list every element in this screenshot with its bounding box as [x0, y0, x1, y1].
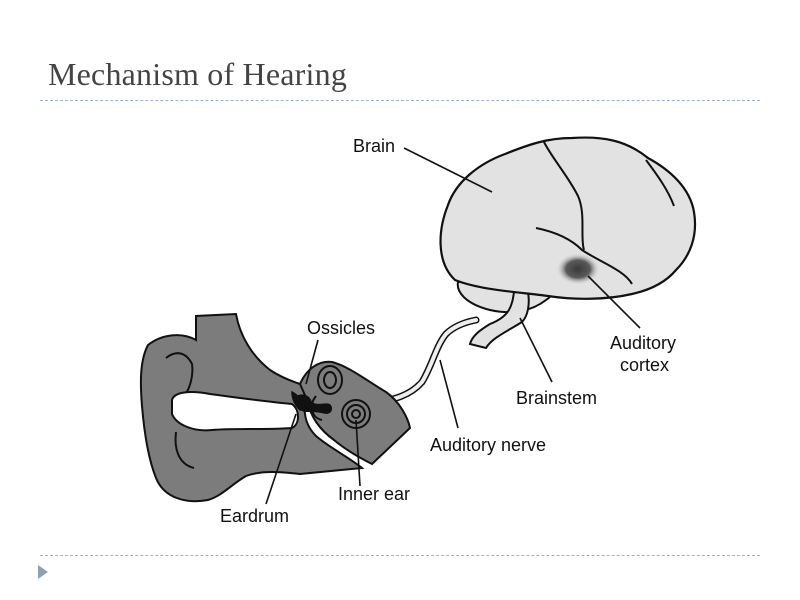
label-brainstem: Brainstem [516, 388, 597, 408]
label-brain: Brain [353, 136, 395, 156]
temporal-lobe-line [535, 227, 633, 285]
brainstem-leader [519, 317, 553, 383]
title-divider [40, 100, 760, 101]
cortex-leader [587, 275, 641, 329]
footer-divider [40, 555, 760, 556]
auditory-nerve-inner [376, 318, 478, 404]
parietal-sulcus [645, 159, 675, 207]
label-auditory-nerve: Auditory nerve [430, 435, 546, 455]
central-sulcus [543, 141, 585, 251]
auditory-nerve-shape [374, 316, 480, 406]
ossicles-shape [295, 394, 333, 414]
ear-illustration [139, 312, 412, 503]
nerve-leader [439, 359, 459, 429]
inner-ear-leader [355, 419, 361, 487]
lobe-contour [174, 431, 195, 469]
label-auditory-cortex-2: cortex [620, 355, 669, 375]
ossicles-leader [305, 339, 319, 385]
slide-title: Mechanism of Hearing [48, 56, 348, 92]
leader-lines [265, 147, 641, 505]
ear-canal [171, 391, 299, 432]
inner-ear-shape [310, 365, 371, 429]
brain-illustration [439, 136, 697, 350]
brain-leader [403, 147, 493, 193]
label-ossicles: Ossicles [307, 318, 375, 338]
brainstem-shape [468, 291, 530, 350]
label-inner-ear: Inner ear [338, 484, 410, 504]
label-eardrum: Eardrum [220, 506, 289, 526]
eardrum-leader [265, 413, 297, 505]
label-auditory-cortex-1: Auditory [610, 333, 676, 353]
auditory-cortex-spot [556, 253, 600, 285]
bullet-arrow-icon [38, 565, 48, 579]
